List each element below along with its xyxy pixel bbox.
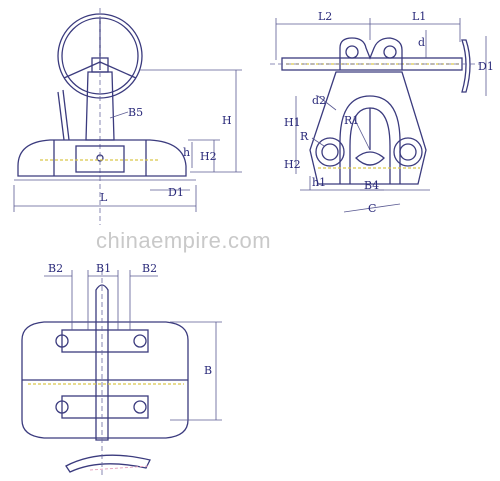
handwheel-edge [461,39,471,93]
dim-label-B2-right: B2 [142,262,157,275]
dim-label-H2: H2 [284,158,301,171]
front-view: L H H2 h B5 D1 [13,8,242,225]
dim-label-D1: D1 [168,186,184,199]
bracket-head [339,37,403,70]
right-roller [393,137,423,167]
bracket-hole [383,45,397,59]
dim-label-d2: d2 [312,94,326,107]
leader-R1 [353,117,371,151]
plan-upper-block [61,329,149,353]
inner-arch [339,95,401,184]
pink-trace [89,465,151,471]
base-casting [17,139,187,177]
dim-label-h1: h1 [312,176,326,189]
dim-label-B1: B1 [96,262,111,275]
dim-label-R1: R1 [344,114,359,127]
left-roller [315,137,345,167]
front-dimensions: L H H2 h B5 D1 [13,69,242,212]
dim-line-C [343,203,401,213]
leader-R [311,137,325,147]
dim-label-B2-left: B2 [48,262,63,275]
dim-label-h: h [183,146,190,159]
leader-B5 [109,111,129,119]
dim-label-H: H [222,114,232,127]
plan-view: B2 B1 B2 B [21,262,222,476]
dim-label-B5: B5 [128,106,143,119]
dim-label-R: R [300,130,309,143]
gear-housing [75,145,125,173]
dim-label-B4: B4 [364,179,379,192]
lever-edge [62,89,70,141]
bracket-hole [345,45,359,59]
dim-label-H2: H2 [200,150,217,163]
dim-label-B: B [204,364,212,377]
base-ribs [53,140,147,176]
handwheel-spoke [63,61,101,79]
dim-label-L1: L1 [412,10,426,23]
side-dimensions: L2 L1 d D1 H1 H2 h1 d2 R1 R B4 C [275,10,494,215]
dim-label-d: d [418,36,425,49]
dim-label-D1: D1 [478,60,494,73]
bracket-body [309,71,427,185]
leader-d2 [317,95,337,111]
center-cam [355,151,385,166]
lever [57,91,65,141]
plan-bolt [133,334,147,348]
dim-label-C: C [368,202,376,215]
left-roller-bore [321,143,339,161]
plan-dimensions: B2 B1 B2 B [44,262,222,421]
plan-lower-block [61,395,149,419]
dim-label-L2: L2 [318,10,332,23]
right-roller-bore [399,143,417,161]
plan-bolt [133,400,147,414]
handwheel-spoke [99,61,137,79]
watermark: chinaempire.com [96,228,271,253]
plan-handle-foot [65,454,151,473]
plan-bolt [55,400,69,414]
dim-label-H1: H1 [284,116,301,129]
plan-bolt [55,334,69,348]
pin-hole [96,154,104,162]
dim-label-L: L [100,191,108,204]
plan-spindle [95,284,109,441]
side-view: L2 L1 d D1 H1 H2 h1 d2 R1 R B4 C [270,10,494,215]
